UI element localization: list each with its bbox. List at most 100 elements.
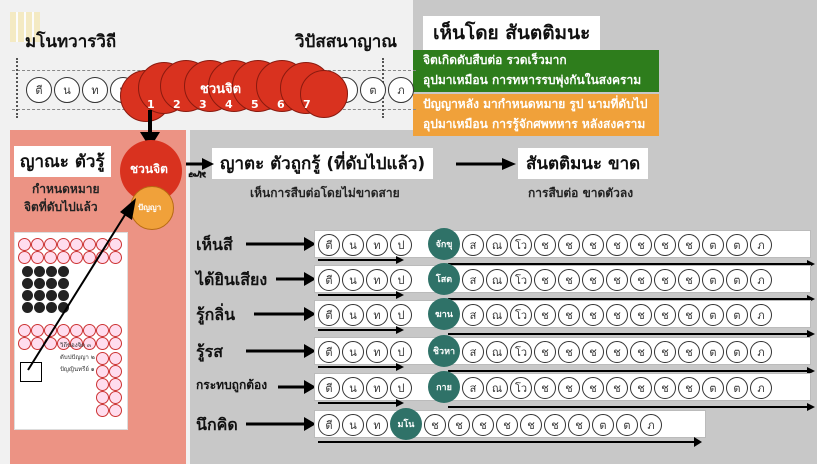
thumb-node: [109, 378, 122, 391]
chain-node: ช: [544, 414, 566, 436]
chain-node: ช: [630, 304, 652, 326]
chain-node: ช: [424, 414, 446, 436]
thumb-node: [96, 378, 109, 391]
thumb-node: [96, 391, 109, 404]
thumb-node: [44, 251, 57, 264]
chain-node: ตี: [318, 414, 340, 436]
thumb-node: [57, 324, 70, 337]
diagonal-arrow: [27, 198, 136, 371]
thumb-dark-node: [34, 266, 45, 277]
chain-node: ณ: [486, 269, 508, 291]
orange-line-1: ปัญญาหลัง มากำหนดหมาย รูป นามที่ดับไป: [423, 97, 648, 111]
thumb-node: [96, 352, 109, 365]
row-underline-arrows: [318, 363, 815, 375]
orange-line-2: อุปมาเหมือน การรู้จักศพทหาร หลังสงคราม: [423, 117, 646, 131]
header-arrows: [186, 158, 516, 170]
chain-node: น: [342, 269, 364, 291]
chain-node: ส: [462, 269, 484, 291]
chain-node: ภ: [750, 269, 772, 291]
thumb-node: [96, 324, 109, 337]
chain-node: ช: [472, 414, 494, 436]
thumb-node: [57, 238, 70, 251]
thumb-node: [109, 391, 122, 404]
chain-node: ต: [726, 341, 748, 363]
chain-node: ท: [366, 234, 388, 256]
row-arrow: [276, 272, 316, 286]
left-panel-sub1: กำหนดหมาย: [32, 182, 100, 196]
chain-node: ท: [366, 304, 388, 326]
chain-node: ส: [462, 377, 484, 399]
javana-number: 5: [251, 98, 259, 111]
chain-node: ณ: [486, 234, 508, 256]
chain-node: ช: [606, 234, 628, 256]
chain-node: ช: [654, 269, 676, 291]
row-arrow: [278, 380, 316, 394]
left-panel-sub2: จิตที่ดับไปแล้ว: [24, 200, 98, 214]
chain-node: ช: [558, 304, 580, 326]
chain-node: น: [342, 304, 364, 326]
chain-node: ต: [702, 269, 724, 291]
chain-node: ช: [534, 341, 556, 363]
chain-node: ช: [558, 269, 580, 291]
javana-bubble: [300, 70, 348, 118]
thumb-dark-node: [58, 290, 69, 301]
chain-node: ป: [390, 234, 412, 256]
top-chain-node: ภ: [388, 77, 414, 103]
thumb-node: [109, 337, 122, 350]
chain-node: ช: [630, 234, 652, 256]
chain-node: ช: [496, 414, 518, 436]
thumb-node: [109, 365, 122, 378]
chain-node: ช: [678, 377, 700, 399]
chain-node: ป: [390, 341, 412, 363]
thumb-node: [70, 337, 83, 350]
javana-number: 1: [147, 98, 155, 111]
chain-node: ช: [678, 234, 700, 256]
chain-node: ช: [534, 377, 556, 399]
row-label: กระทบถูกต้อง: [196, 378, 268, 392]
chain-node: ตี: [318, 304, 340, 326]
thumb-node: [31, 238, 44, 251]
chain-node: ช: [630, 269, 652, 291]
row-arrow: [254, 307, 316, 321]
chain-node: ต: [592, 414, 614, 436]
thumb-node: [83, 251, 96, 264]
thumb-highlight-box: [20, 362, 42, 382]
chain-node: ช: [558, 377, 580, 399]
chain-node: ช: [630, 377, 652, 399]
thumb-text-2: ดับปปัญญา ๒: [60, 354, 95, 361]
row-underline-arrows: [318, 437, 702, 447]
thumb-dark-node: [46, 302, 57, 313]
thumb-node: [109, 251, 122, 264]
right-panel: [190, 130, 817, 464]
chain-node: น: [342, 341, 364, 363]
row-underline-arrows: [318, 399, 815, 411]
row-label: นึกคิด: [196, 415, 238, 434]
left-panel-title: ญาณะ ตัวรู้: [14, 146, 111, 177]
chain-node: ภ: [750, 234, 772, 256]
row-underline-arrows: [318, 326, 815, 338]
chain-node: ต: [726, 234, 748, 256]
thumb-node: [96, 337, 109, 350]
thumb-dark-node: [58, 266, 69, 277]
chain-node: ณ: [486, 341, 508, 363]
chain-node: ช: [568, 414, 590, 436]
chain-node: ช: [448, 414, 470, 436]
row-label: รู้รส: [196, 342, 223, 361]
thumb-node: [31, 324, 44, 337]
top-chain-node: ต: [360, 77, 386, 103]
chain-node: ช: [582, 234, 604, 256]
chain-node: ส: [462, 304, 484, 326]
chain-node: ช: [558, 341, 580, 363]
thumb-node: [83, 238, 96, 251]
thumb-dark-node: [34, 302, 45, 313]
chain-node: ตี: [318, 269, 340, 291]
chain-node: ท: [366, 269, 388, 291]
thumb-node: [57, 337, 70, 350]
row-label: รู้กลิ่น: [196, 305, 236, 324]
chain-node: ภ: [750, 304, 772, 326]
chain-node: ช: [606, 304, 628, 326]
chain-node: โว: [510, 377, 532, 399]
chain-node: ต: [702, 304, 724, 326]
door-circle: กาย: [428, 371, 460, 403]
thumb-node: [83, 324, 96, 337]
